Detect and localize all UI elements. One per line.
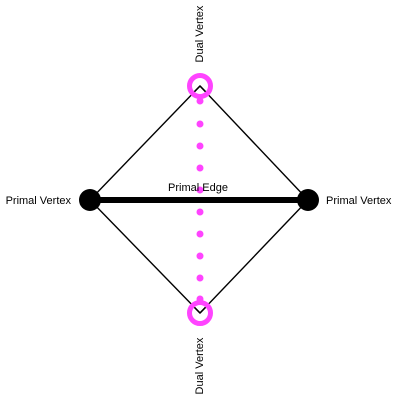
rhombus-edge-top-left	[89, 85, 201, 201]
primal-vertex-left	[79, 189, 101, 211]
primal-edge-label: Primal Edge	[168, 182, 228, 194]
primal-vertex-left-label: Primal Vertex	[6, 195, 72, 207]
dual-edge-dot	[196, 252, 204, 260]
rhombus-edge-bottom-right	[199, 199, 309, 314]
dual-edge-dot	[196, 97, 204, 105]
dual-edge-dot	[196, 230, 204, 238]
dual-edge	[196, 97, 204, 303]
dual-vertex-top	[187, 73, 213, 99]
top-notch-mark	[192, 85, 208, 94]
rhombus-edge-bottom-left	[89, 199, 201, 314]
primal-vertex-right-label: Primal Vertex	[326, 195, 392, 207]
bottom-notch-mark	[192, 305, 208, 314]
dual-edge-dot	[196, 274, 204, 282]
primal-vertex-right	[297, 189, 319, 211]
rhombus-outline	[89, 85, 309, 314]
dual-vertex-top-label: Dual Vertex	[194, 5, 206, 62]
dual-edge-dot	[196, 120, 204, 128]
dual-edge-dot	[196, 164, 204, 172]
rhombus-edge-top-right	[199, 85, 309, 201]
dual-edge-dot	[196, 208, 204, 216]
dual-edge-dot	[196, 186, 204, 194]
dual-edge-dot	[196, 142, 204, 150]
dual-vertex-bottom	[187, 300, 213, 326]
dual-vertex-bottom-label: Dual Vertex	[194, 337, 206, 394]
